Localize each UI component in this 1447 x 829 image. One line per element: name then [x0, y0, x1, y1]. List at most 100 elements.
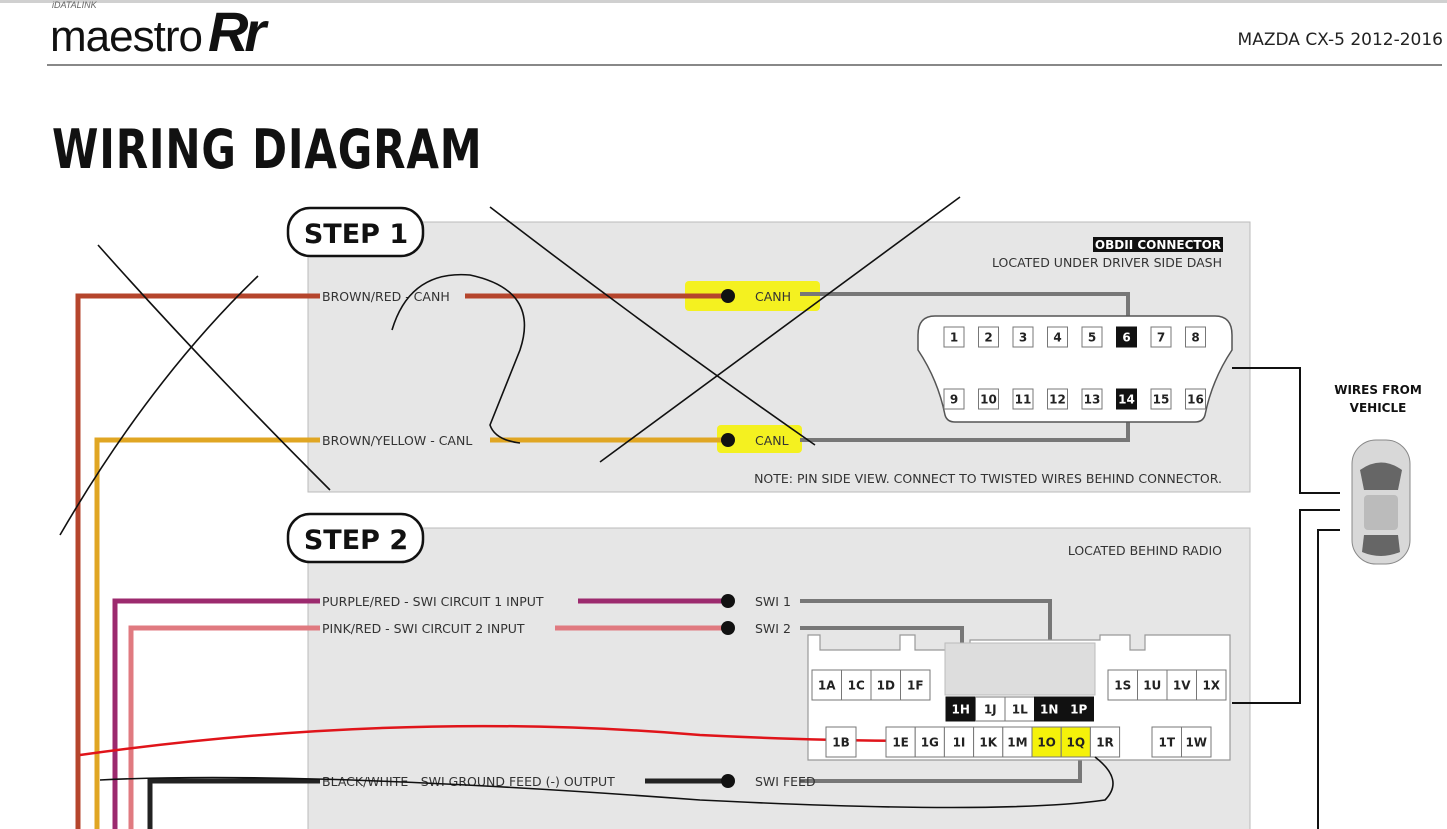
- radio-pin-box: [1166, 669, 1197, 701]
- page-title: WIRING DIAGRAM: [52, 118, 483, 181]
- radio-pin: 1K: [979, 736, 997, 750]
- obd-pin: 14: [1118, 393, 1135, 407]
- obd-pin: 5: [1088, 331, 1096, 345]
- swi1-end-label: SWI 1: [755, 594, 791, 609]
- obd-pin-box: [978, 388, 999, 410]
- radio-pin-box: [1089, 726, 1121, 758]
- wire-canh-label: BROWN/RED - CANH: [322, 289, 450, 304]
- obd-title: OBDII CONNECTOR: [1095, 238, 1221, 252]
- radio-pin-box: [1196, 669, 1227, 701]
- radio-pin: 1W: [1185, 736, 1207, 750]
- radio-pin-box: [1063, 696, 1094, 722]
- swi2-end-label: SWI 2: [755, 621, 791, 636]
- radio-pin: 1J: [984, 703, 997, 717]
- radio-pin-box: [825, 726, 857, 758]
- obd-pin: 2: [984, 331, 992, 345]
- obd-pin: 13: [1084, 393, 1101, 407]
- obd-pin: 15: [1153, 393, 1170, 407]
- obd-pin-box: [1116, 326, 1137, 348]
- wire-black-white: [147, 757, 1082, 829]
- radio-pin: 1C: [848, 679, 865, 693]
- obd-pin-box: [1012, 326, 1034, 348]
- step2-badge: STEP 2: [286, 512, 425, 564]
- canh-end-label: CANH: [755, 289, 791, 304]
- obd-pin-box: [1185, 326, 1206, 348]
- radio-pin: 1F: [907, 679, 924, 693]
- radio-pin: 1D: [877, 679, 895, 693]
- wire-swi2-label: PINK/RED - SWI CIRCUIT 2 INPUT: [322, 621, 525, 636]
- radio-pin: 1I: [953, 736, 966, 750]
- radio-location: LOCATED BEHIND RADIO: [1068, 543, 1222, 558]
- radio-pin-box: [945, 696, 976, 722]
- radio-pin-box: [1034, 696, 1065, 722]
- obd-note: NOTE: PIN SIDE VIEW. CONNECT TO TWISTED …: [754, 471, 1222, 486]
- obd-pin: 4: [1053, 331, 1061, 345]
- radio-pin: 1R: [1096, 736, 1114, 750]
- wires-from-label: WIRES FROM: [1334, 383, 1422, 397]
- obd-pin: 16: [1187, 393, 1204, 407]
- vehicle-model: MAZDA CX-5 2012-2016: [1237, 30, 1443, 50]
- canl-end-label: CANL: [755, 433, 789, 448]
- obd-pin: 7: [1157, 331, 1165, 345]
- radio-pin: 1V: [1173, 679, 1191, 693]
- obd-pin-box: [978, 326, 999, 348]
- obd-pin-box: [1150, 326, 1172, 348]
- radio-pin: 1N: [1040, 703, 1058, 717]
- obd-pin-box: [1047, 388, 1068, 410]
- obd-pin-box: [1116, 388, 1137, 410]
- logo-text: maestro: [50, 12, 203, 61]
- swi-feed-connection-dot: [721, 774, 735, 788]
- obd-pin: 12: [1049, 393, 1066, 407]
- obd-pin-box: [943, 326, 965, 348]
- canl-connection-dot: [721, 433, 735, 447]
- obd-pin-box: [943, 388, 965, 410]
- radio-pin-box: [870, 669, 901, 701]
- obd-pin-box: [1012, 388, 1034, 410]
- radio-pin-box: [1181, 726, 1212, 758]
- radio-pin: 1S: [1114, 679, 1131, 693]
- obd-pin: 3: [1019, 331, 1027, 345]
- step1-badge: STEP 1: [286, 206, 425, 258]
- radio-connector-key: [944, 642, 1096, 696]
- wire-swi1-label: PURPLE/RED - SWI CIRCUIT 1 INPUT: [322, 594, 544, 609]
- obd-pin: 10: [980, 393, 997, 407]
- radio-pin: 1P: [1070, 703, 1087, 717]
- top-border: [0, 0, 1447, 3]
- radio-pin: 1B: [832, 736, 850, 750]
- obd-location: LOCATED UNDER DRIVER SIDE DASH: [992, 255, 1222, 270]
- vehicle-label: VEHICLE: [1350, 401, 1407, 415]
- obd-pin: 6: [1122, 331, 1130, 345]
- radio-pin: 1H: [952, 703, 970, 717]
- car-icon: [1351, 439, 1411, 565]
- radio-pin: 1Q: [1067, 736, 1086, 750]
- obd-title-box: [1093, 237, 1223, 252]
- radio-pin-box: [900, 669, 931, 701]
- swi2-connection-dot: [721, 621, 735, 635]
- obd-connector: [917, 315, 1233, 423]
- obd-pin: 11: [1015, 393, 1032, 407]
- radio-pin-box: [841, 669, 872, 701]
- radio-pin-box: [1107, 669, 1138, 701]
- radio-pin: 1E: [892, 736, 909, 750]
- radio-pin: 1U: [1143, 679, 1161, 693]
- radio-pin: 1X: [1202, 679, 1220, 693]
- wire-swi-feed-label: BLACK/WHITE - SWI GROUND FEED (-) OUTPUT: [322, 774, 615, 789]
- radio-pin: 1L: [1012, 703, 1028, 717]
- radio-pin: 1O: [1037, 736, 1056, 750]
- radio-pin-box: [1031, 726, 1062, 758]
- radio-pin-box: [975, 696, 1006, 722]
- handwritten-annotations: [59, 196, 1114, 809]
- radio-pin-box: [1137, 669, 1168, 701]
- canh-connection-dot: [721, 289, 735, 303]
- obd-pin: 9: [950, 393, 958, 407]
- step2-label: STEP 2: [304, 525, 408, 556]
- obd-pin-box: [1081, 326, 1103, 348]
- radio-pin-box: [943, 726, 975, 758]
- header-rule: [47, 64, 1442, 66]
- radio-pin: 1G: [921, 736, 939, 750]
- canh-highlight: [685, 281, 820, 311]
- logo-brand: iDATALINK: [52, 0, 97, 10]
